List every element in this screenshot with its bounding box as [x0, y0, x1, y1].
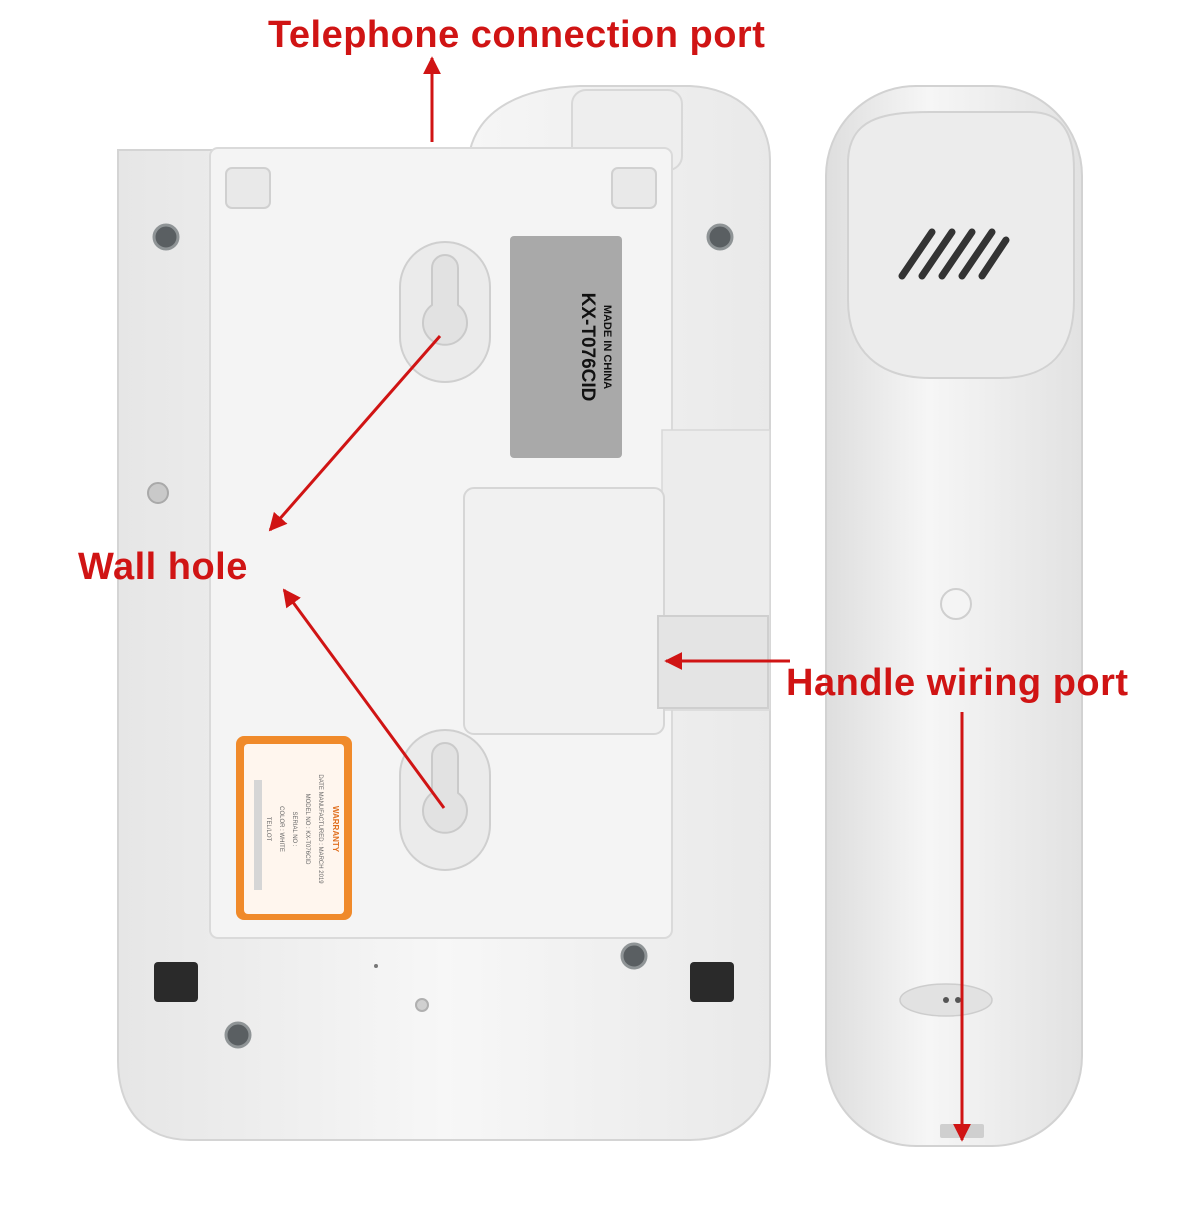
speaker-grille: [898, 228, 1010, 280]
annotation-arrows: [268, 56, 971, 1142]
battery-cover: [463, 487, 665, 735]
callout-wall-hole: Wall hole: [78, 546, 248, 588]
warranty-header: WARRANTY: [331, 806, 340, 853]
model-label: KX-T076CID MADE IN CHINA: [510, 236, 622, 458]
warranty-line-1: DATE MANUFACTURED : MARCH 2019: [317, 774, 323, 884]
warranty-line-5: TEL/LOT: [265, 817, 271, 842]
callout-telephone-port: Telephone connection port: [268, 14, 766, 56]
warranty-line-2: MODEL NO : KX-T076CID: [304, 794, 310, 865]
callout-handle-port: Handle wiring port: [786, 662, 1129, 704]
base-unit: [117, 85, 771, 1141]
foot-top-right: [611, 167, 657, 209]
foot-bottom-left: [154, 962, 198, 1002]
screws: [147, 223, 734, 1049]
handset: [825, 85, 1083, 1147]
handset-button: [940, 588, 972, 620]
arrow-wall-hole-top: [268, 335, 442, 532]
warranty-line-3: SERIAL NO :: [291, 811, 297, 846]
foot-top-left: [225, 167, 271, 209]
wall-hole-top: [399, 241, 491, 383]
warranty-line-4: COLOR : WHITE: [278, 806, 284, 852]
wall-hole-bottom: [399, 729, 491, 871]
model-label-text: KX-T076CID: [577, 293, 598, 402]
arrow-wall-hole-bottom: [282, 588, 446, 809]
foot-bottom-right: [690, 962, 734, 1002]
origin-label-text: MADE IN CHINA: [601, 305, 613, 389]
warranty-sticker: WARRANTY DATE MANUFACTURED : MARCH 2019 …: [236, 736, 352, 920]
